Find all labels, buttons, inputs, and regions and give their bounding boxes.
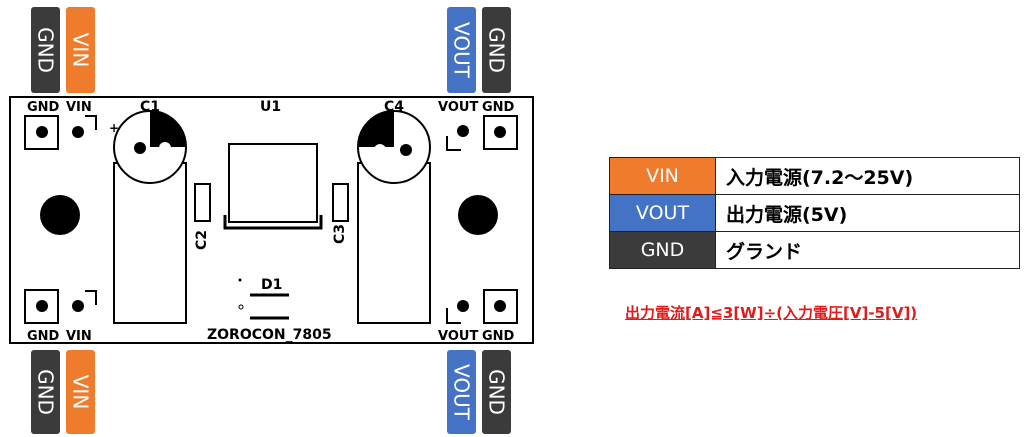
pin-tag-vin-top-left: VIN — [66, 7, 95, 93]
pad-label-vin-top-left: VIN — [66, 100, 92, 115]
pad-label-vout-top-right: VOUT — [438, 100, 478, 115]
legend-desc-vout: 出力電源(5V) — [715, 194, 1020, 232]
pad-label-gnd-bottom-right: GND — [482, 329, 515, 344]
svg-text:VIN: VIN — [69, 33, 93, 68]
legend-row-vout: VOUT 出力電源(5V) — [609, 194, 1020, 232]
pin-tag-vout-bottom-right: VOUT — [447, 350, 476, 434]
connector-top-right — [446, 115, 518, 151]
capacitor-c2 — [194, 183, 211, 222]
legend-key-vin: VIN — [609, 157, 716, 195]
diode-d1 — [238, 278, 289, 320]
connector-bottom-right — [446, 289, 518, 324]
label-c1-plus: + — [109, 121, 119, 135]
pin-tag-vin-bottom-left: VIN — [66, 350, 95, 434]
pin-tag-gnd-bottom-left: GND — [31, 350, 60, 434]
legend-desc-vin: 入力電源(7.2〜25V) — [715, 157, 1020, 195]
svg-text:VIN: VIN — [69, 375, 93, 410]
svg-text:GND: GND — [485, 369, 509, 415]
label-c2: C2 — [194, 230, 210, 250]
legend-key-vout: VOUT — [609, 194, 716, 232]
connector-top-left — [24, 115, 97, 150]
regulator-u1 — [223, 143, 323, 230]
legend-desc-gnd: グランド — [715, 231, 1020, 269]
output-current-formula: 出力電流[A]≦3[W]÷(入力電圧[V]-5[V]) — [625, 304, 918, 322]
board-outline — [9, 96, 534, 344]
label-d1: D1 — [261, 277, 282, 293]
legend-row-vin: VIN 入力電源(7.2〜25V) — [609, 157, 1020, 195]
pin-tag-gnd-bottom-right: GND — [482, 350, 511, 434]
pad-label-vin-bottom-left: VIN — [66, 329, 92, 344]
board-name: ZOROCON_7805 — [207, 327, 332, 343]
svg-text:GND: GND — [485, 27, 509, 73]
svg-text:VOUT: VOUT — [450, 364, 474, 421]
mounting-hole-left — [40, 195, 80, 235]
pad-label-gnd-top-left: GND — [27, 100, 60, 115]
capacitor-c3 — [332, 183, 349, 222]
legend-table: VIN 入力電源(7.2〜25V) VOUT 出力電源(5V) GND グランド — [609, 157, 1020, 269]
label-u1: U1 — [260, 99, 281, 115]
pad-label-gnd-top-right: GND — [482, 100, 515, 115]
pin-tag-gnd-top-left: GND — [31, 7, 60, 93]
pad-label-vout-bottom-right: VOUT — [438, 329, 478, 344]
connector-bottom-left — [24, 289, 97, 324]
svg-text:VOUT: VOUT — [450, 22, 474, 79]
label-c3: C3 — [332, 224, 348, 244]
pin-tag-vout-top-right: VOUT — [447, 7, 476, 93]
mounting-hole-right — [458, 195, 498, 235]
legend-row-gnd: GND グランド — [609, 231, 1020, 269]
legend-key-gnd: GND — [609, 231, 716, 269]
svg-text:GND: GND — [34, 27, 58, 73]
pad-label-gnd-bottom-left: GND — [27, 329, 60, 344]
pcb-diagram: GND VIN VOUT GND GND VIN VOUT GND GND VI… — [9, 7, 534, 434]
svg-text:GND: GND — [34, 369, 58, 415]
pin-tag-gnd-top-right: GND — [482, 7, 511, 93]
